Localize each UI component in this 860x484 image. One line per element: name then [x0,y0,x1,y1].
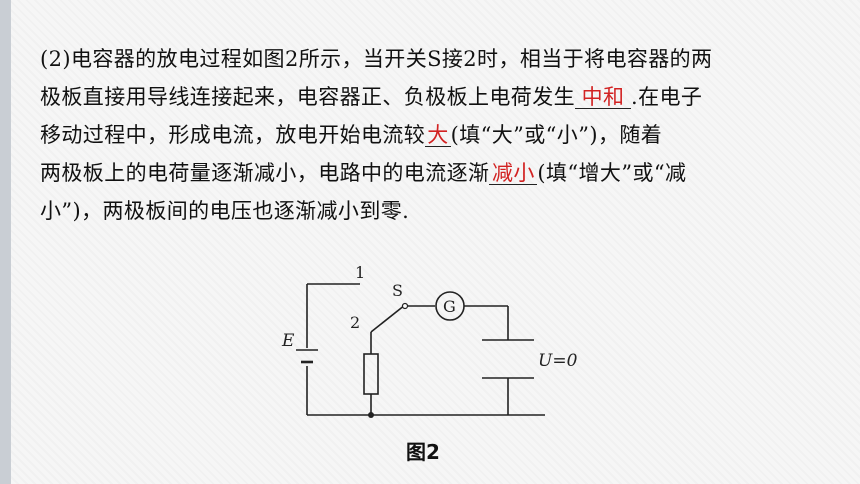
figure-caption: 图2 [406,440,440,464]
paragraph-line-4: 两极板上的电荷量逐渐减小，电路中的电流逐渐减小(填“增大”或“减 [40,154,830,192]
answer-blank-large: 大 [425,123,451,147]
line4-text-before: 两极板上的电荷量逐渐减小，电路中的电流逐渐 [40,161,490,185]
line4-text-after: (填“增大”或“减 [537,161,687,185]
label-switch-S: S [392,281,403,300]
label-contact-2: 2 [350,313,360,332]
line2-text-before: 极板直接用导线连接起来，电容器正、负极板上电荷发生 [40,85,575,109]
label-voltage-U: U=0 [538,351,578,371]
junction-dot [368,412,374,418]
paragraph-line-2: 极板直接用导线连接起来，电容器正、负极板上电荷发生中和.在电子 [40,78,830,116]
circuit-diagram: 1 2 S G E U=0 [281,263,578,418]
line2-text-after: .在电子 [631,85,703,109]
line3-text-after: (填“大”或“小”)，随着 [450,123,663,147]
question-paragraph: (2)电容器的放电过程如图2所示，当开关S接2时，相当于将电容器的两 极板直接用… [40,40,830,230]
switch-lever [370,304,406,333]
switch-pivot [401,302,409,310]
answer-blank-decrease: 减小 [489,162,538,185]
label-contact-1: 1 [355,263,365,282]
paragraph-line-1: (2)电容器的放电过程如图2所示，当开关S接2时，相当于将电容器的两 [40,47,713,71]
label-galvanometer-G: G [443,297,456,316]
paragraph-line-3: 移动过程中，形成电流，放电开始电流较大(填“大”或“小”)，随着 [40,116,830,154]
answer-blank-neutralize: 中和 [575,86,631,109]
label-battery-E: E [281,331,295,351]
paragraph-line-5: 小”)，两极板间的电压也逐渐减小到零. [40,199,410,223]
resistor [363,353,379,395]
line3-text-before: 移动过程中，形成电流，放电开始电流较 [40,123,426,147]
left-accent-bar [0,0,11,484]
